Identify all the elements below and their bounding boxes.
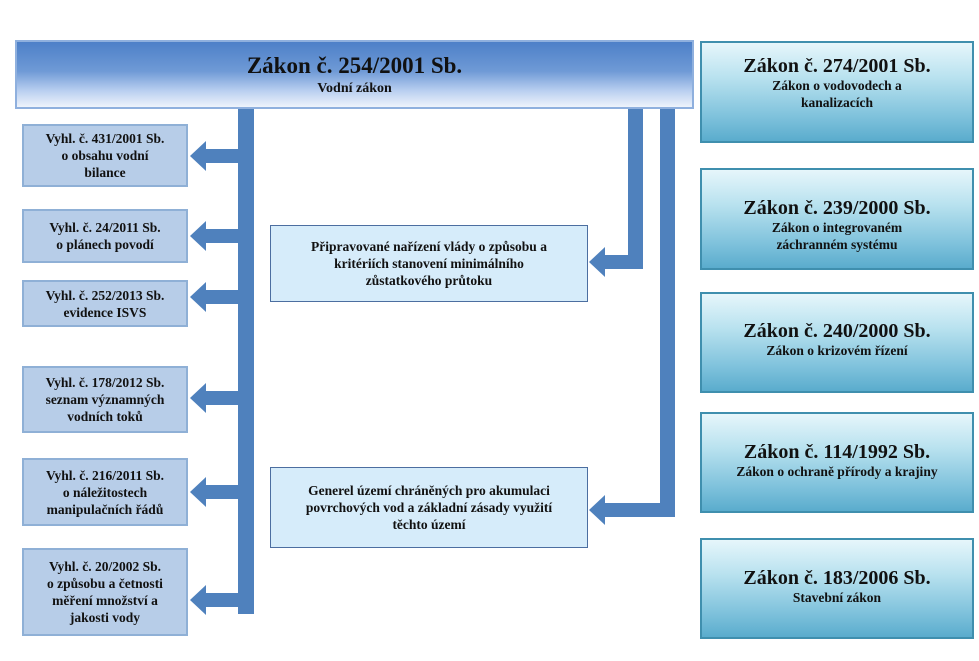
center-box-2-line-3: těchto území (392, 517, 466, 532)
arrow-decree-3 (190, 282, 206, 312)
decree-6-line-4: jakosti vody (69, 610, 141, 625)
decree-box-5: Vyhl. č. 216/2011 Sb. o náležitostech ma… (22, 458, 188, 526)
connector-center-2-horizontal (604, 503, 675, 517)
other-law-1-line-1: Zákon o vodovodech a (772, 78, 902, 93)
main-law-title: Zákon č. 254/2001 Sb. (246, 53, 463, 78)
connector-center-1-horizontal (604, 255, 643, 269)
decree-box-1: Vyhl. č. 431/2001 Sb. o obsahu vodní bil… (22, 124, 188, 187)
other-law-4-line-1: Zákon o ochraně přírody a krajiny (736, 464, 938, 479)
branch-decree-2 (204, 229, 240, 243)
branch-decree-6 (204, 593, 240, 607)
decree-box-2: Vyhl. č. 24/2011 Sb. o plánech povodí (22, 209, 188, 263)
decree-6-line-3: měření množství a (52, 593, 158, 608)
arrow-center-1 (589, 247, 605, 277)
other-law-box-5: Zákon č. 183/2006 Sb. Stavební zákon (700, 538, 974, 639)
decree-3-line-1: Vyhl. č. 252/2013 Sb. (45, 287, 165, 303)
arrow-center-2 (589, 495, 605, 525)
main-law-box: Zákon č. 254/2001 Sb. Vodní zákon (15, 40, 694, 109)
decree-3-line-2: evidence ISVS (63, 304, 147, 320)
decree-4-line-1: Vyhl. č. 178/2012 Sb. (45, 375, 165, 390)
decree-5-line-2: o náležitostech (62, 484, 148, 500)
other-law-5-line-1: Stavební zákon (792, 590, 882, 605)
decree-4-line-2: seznam významných (45, 392, 165, 407)
other-law-4-title: Zákon č. 114/1992 Sb. (743, 441, 931, 463)
center-box-1-line-1: Připravované nařízení vlády o způsobu a (311, 239, 547, 254)
left-trunk-connector (238, 109, 254, 614)
other-law-2-title: Zákon č. 239/2000 Sb. (743, 197, 931, 219)
decree-6-line-2: o způsobu a četnosti (47, 576, 163, 591)
connector-center-1-vertical (628, 109, 643, 269)
branch-decree-4 (204, 391, 240, 405)
decree-1-line-3: bilance (84, 165, 126, 180)
decree-5-line-1: Vyhl. č. 216/2011 Sb. (45, 467, 165, 483)
other-law-box-3: Zákon č. 240/2000 Sb. Zákon o krizovém ř… (700, 292, 974, 393)
other-law-box-1: Zákon č. 274/2001 Sb. Zákon o vodovodech… (700, 41, 974, 143)
branch-decree-1 (204, 149, 240, 163)
connector-center-2-vertical (660, 109, 675, 517)
arrow-decree-5 (190, 477, 206, 507)
arrow-decree-2 (190, 221, 206, 251)
arrow-decree-1 (190, 141, 206, 171)
other-law-1-line-2: kanalizacích (800, 95, 873, 110)
center-box-1-line-2: kritériích stanovení minimálního (334, 256, 524, 271)
other-law-box-4: Zákon č. 114/1992 Sb. Zákon o ochraně př… (700, 412, 974, 513)
branch-decree-5 (204, 485, 240, 499)
other-law-1-title: Zákon č. 274/2001 Sb. (743, 55, 931, 77)
center-box-2-line-1: Generel území chráněných pro akumulaci (308, 483, 550, 498)
decree-5-line-3: manipulačních řádů (46, 501, 164, 517)
branch-decree-3 (204, 290, 240, 304)
center-box-flow-regulation: Připravované nařízení vlády o způsobu a … (270, 225, 588, 302)
center-box-protected-areas: Generel území chráněných pro akumulaci p… (270, 467, 588, 548)
arrow-decree-6 (190, 585, 206, 615)
decree-box-3: Vyhl. č. 252/2013 Sb. evidence ISVS (22, 280, 188, 327)
center-box-2-line-2: povrchových vod a základní zásady využit… (305, 500, 553, 515)
other-law-box-2: Zákon č. 239/2000 Sb. Zákon o integrovan… (700, 168, 974, 270)
decree-4-line-3: vodních toků (67, 409, 143, 424)
other-law-3-line-1: Zákon o krizovém řízení (766, 343, 908, 358)
center-box-1-line-3: zůstatkového průtoku (365, 273, 493, 288)
other-law-5-title: Zákon č. 183/2006 Sb. (743, 567, 931, 589)
decree-1-line-2: o obsahu vodní (61, 148, 149, 163)
decree-2-line-1: Vyhl. č. 24/2011 Sb. (49, 220, 161, 235)
decree-box-4: Vyhl. č. 178/2012 Sb. seznam významných … (22, 366, 188, 433)
arrow-decree-4 (190, 383, 206, 413)
other-law-3-title: Zákon č. 240/2000 Sb. (743, 320, 931, 342)
other-law-2-line-2: záchranném systému (776, 237, 898, 252)
decree-2-line-2: o plánech povodí (56, 237, 154, 252)
decree-box-6: Vyhl. č. 20/2002 Sb. o způsobu a četnost… (22, 548, 188, 636)
decree-1-line-1: Vyhl. č. 431/2001 Sb. (45, 131, 165, 146)
other-law-2-line-1: Zákon o integrovaném (771, 220, 903, 235)
main-law-subtitle: Vodní zákon (317, 81, 392, 96)
decree-6-line-1: Vyhl. č. 20/2002 Sb. (48, 559, 162, 574)
